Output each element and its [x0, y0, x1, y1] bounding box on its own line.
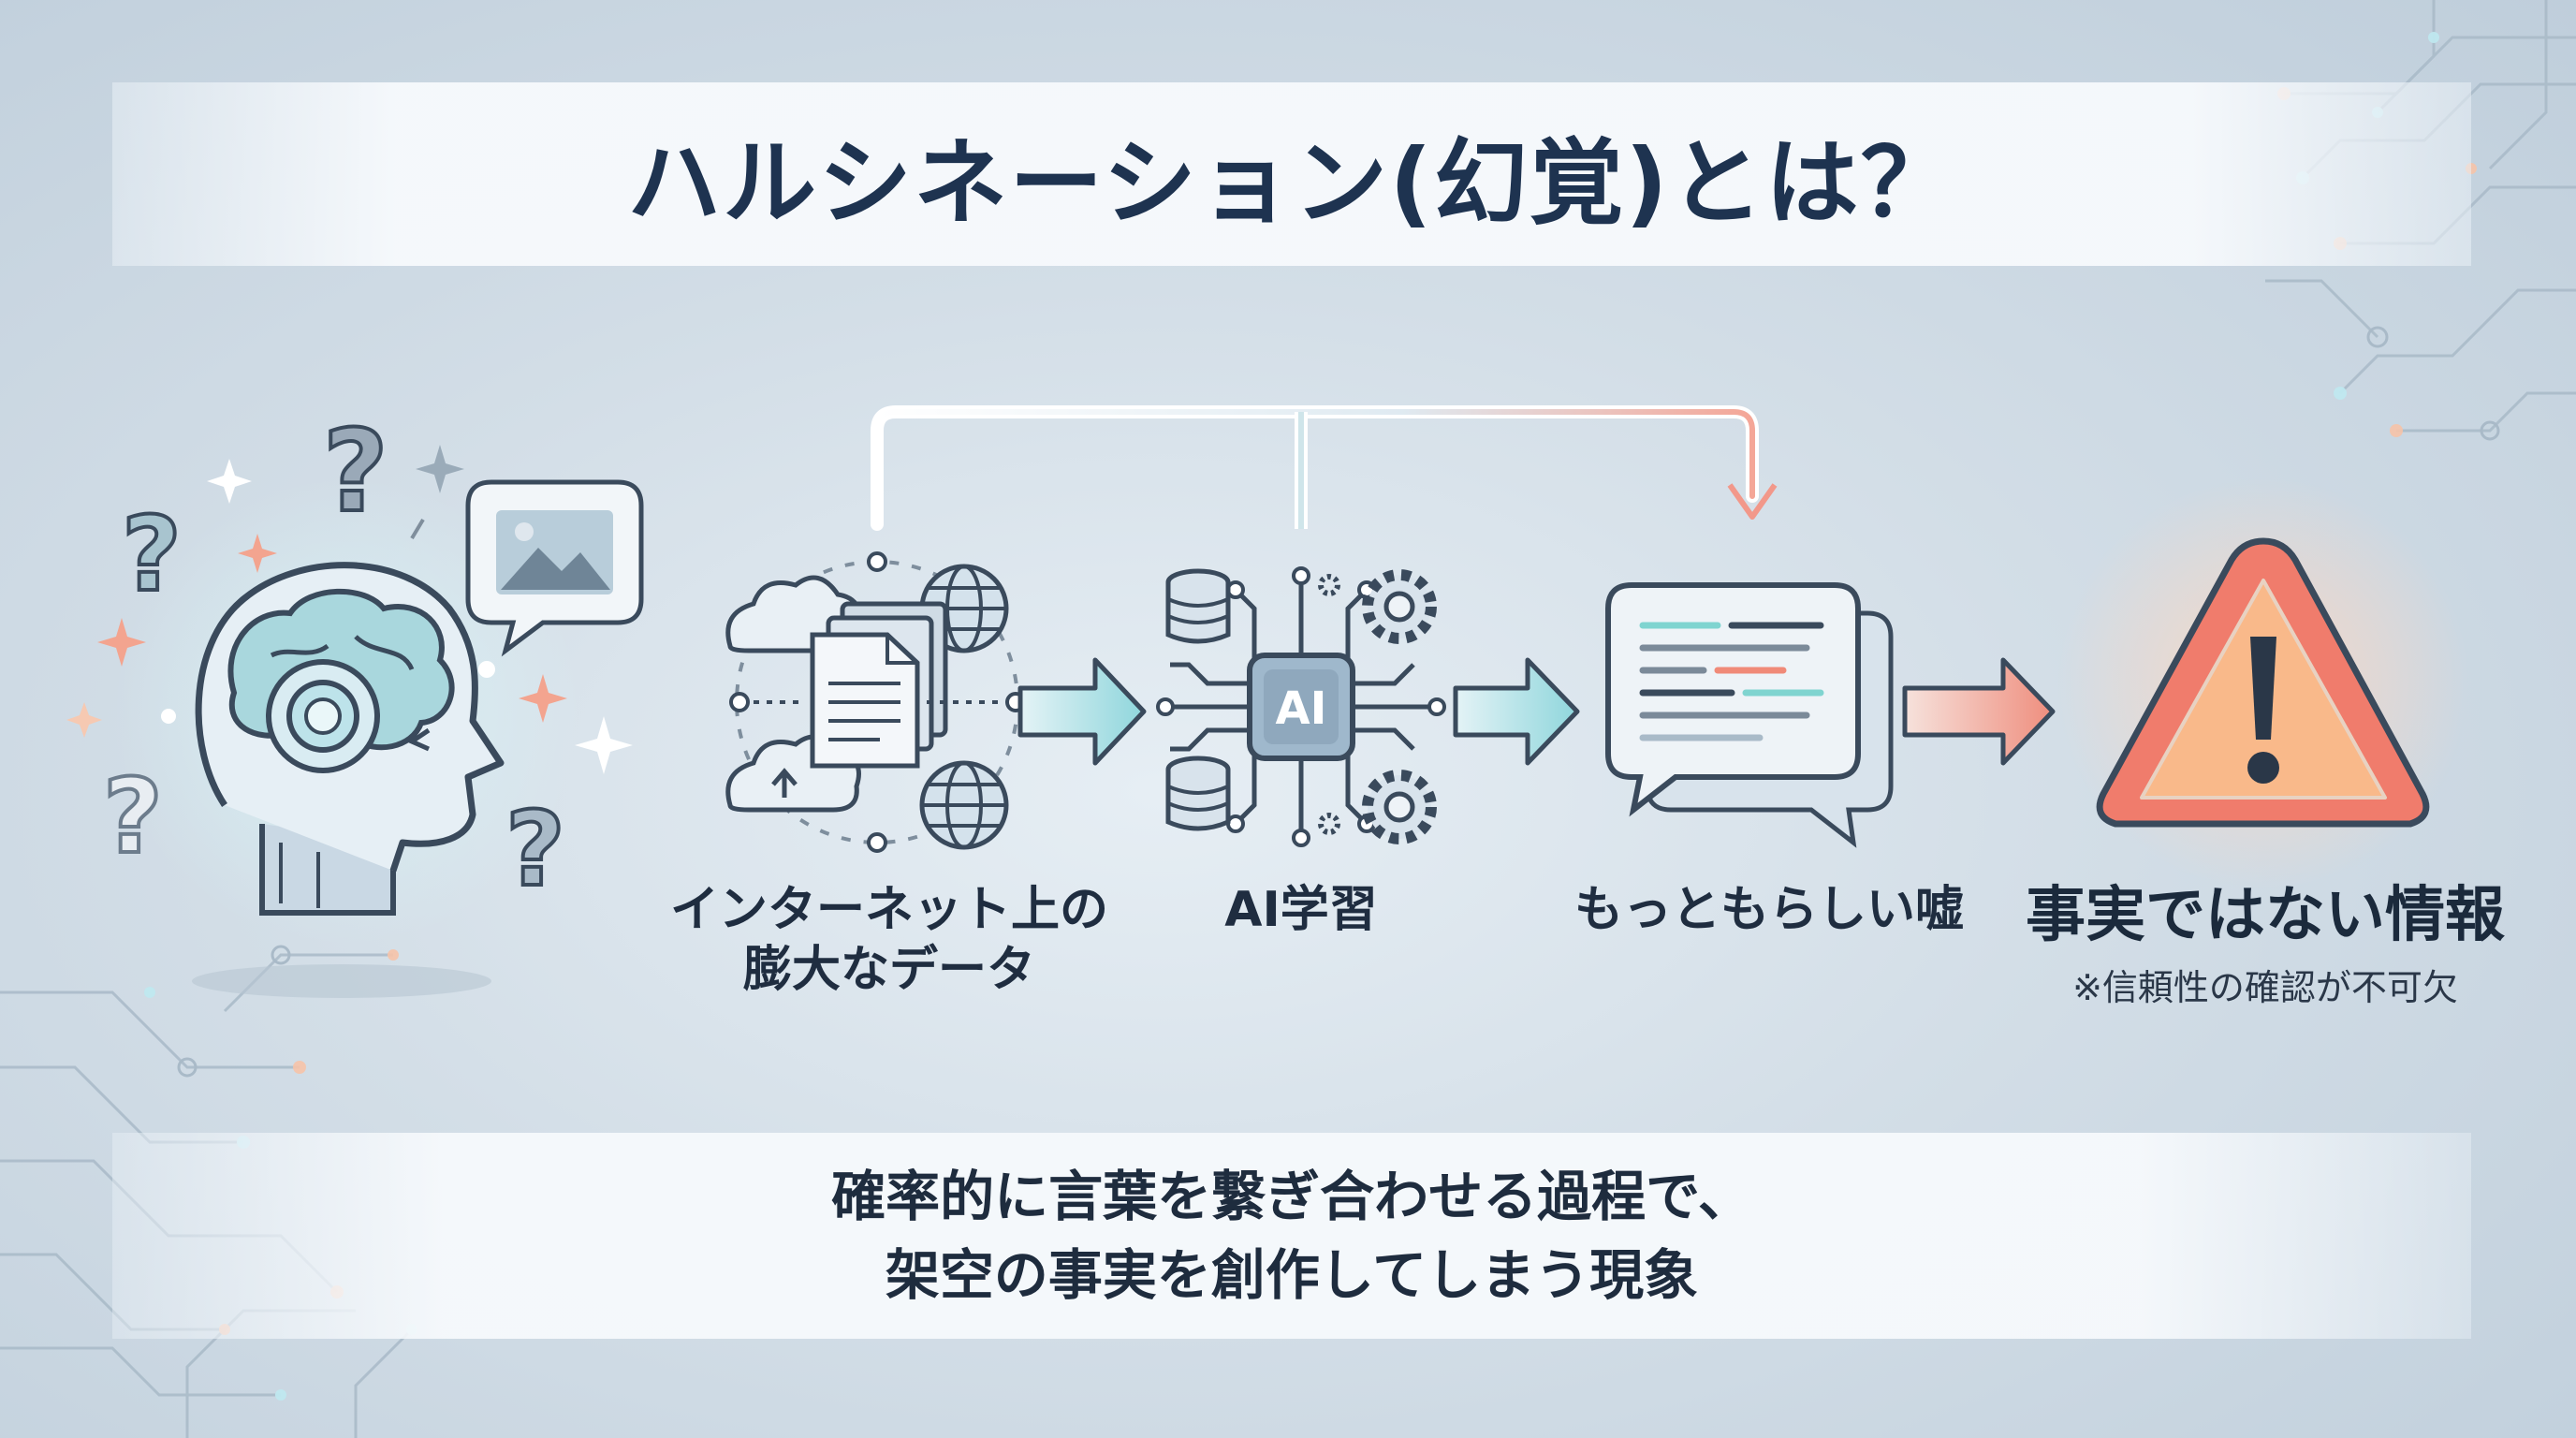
summary-band: 確率的に言葉を繋ぎ合わせる過程で、 架空の事実を創作してしまう現象: [112, 1133, 2471, 1339]
warning-icon: [2057, 477, 2469, 889]
flow-arrow: [1453, 657, 1580, 766]
question-mark-icon: ?: [505, 789, 565, 909]
question-mark-icon: ?: [323, 407, 388, 537]
sparkle-icon: [66, 445, 633, 774]
title-band: ハルシネーション(幻覚)とは？: [112, 82, 2471, 266]
question-mark-icon: ?: [103, 756, 163, 876]
step-label-lie: もっともらしい嘘: [1573, 882, 1964, 938]
speech-bubble-icon: [1605, 582, 1894, 848]
summary-line1: 確率的に言葉を繋ぎ合わせる過程で、: [831, 1165, 1752, 1228]
flow-arrow: [1902, 657, 2056, 766]
step-label-data-line1: インターネット上の: [669, 882, 1108, 938]
image-bubble-icon: [465, 479, 644, 657]
ai-head-illustration: [112, 477, 580, 998]
step-label-fact: 事実ではない情報: [2026, 881, 2505, 950]
data-cluster-icon: [725, 551, 1026, 853]
question-mark-icon: ?: [122, 494, 182, 614]
step-note: ※信頼性の確認が不可欠: [2072, 967, 2458, 1008]
feedback-arrow: [871, 405, 1778, 531]
ai-chip-icon: AI: [1156, 566, 1446, 847]
page-title: ハルシネーション(幻覚)とは？: [627, 127, 1956, 238]
flow-arrow: [1017, 657, 1147, 766]
ai-chip-label: AI: [1275, 682, 1326, 735]
step-label-data: インターネット上の 膨大なデータ: [646, 880, 1133, 1000]
gear-icon: [1318, 569, 1437, 844]
step-label-data-line2: 膨大なデータ: [742, 942, 1035, 998]
summary-line2: 架空の事実を創作してしまう現象: [885, 1243, 1699, 1307]
step-label-ai: AI学習: [1224, 882, 1378, 938]
